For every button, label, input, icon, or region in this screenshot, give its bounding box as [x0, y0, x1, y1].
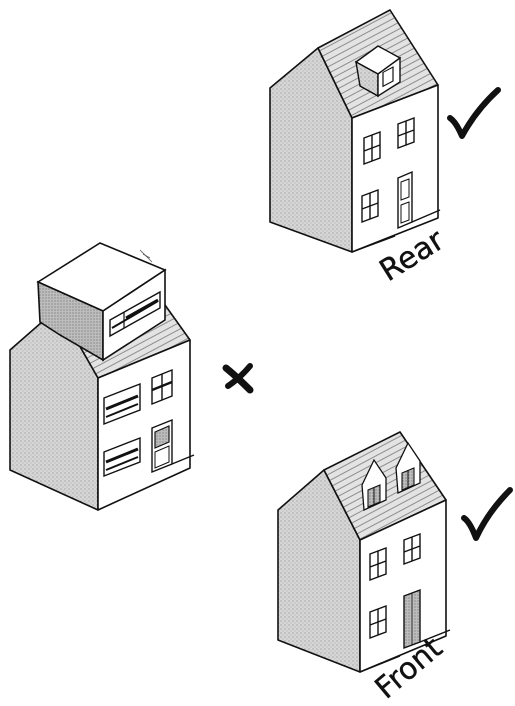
house-rear-dormer — [354, 45, 402, 98]
cross-icon — [222, 363, 254, 394]
house-rejected — [9, 242, 254, 511]
house-rejected-windows — [103, 368, 173, 478]
house-front-dormers — [361, 441, 421, 511]
checkmark-icon — [461, 487, 513, 541]
house-rear-windows — [361, 116, 415, 224]
house-rejected-door — [151, 418, 173, 474]
checkmark-icon — [447, 87, 501, 139]
house-rear: Rear — [269, 9, 501, 289]
house-rear-door — [397, 170, 413, 230]
house-front-windows — [369, 532, 421, 640]
house-front: Front — [277, 431, 513, 706]
house-rejected-box-dormer — [36, 242, 167, 362]
